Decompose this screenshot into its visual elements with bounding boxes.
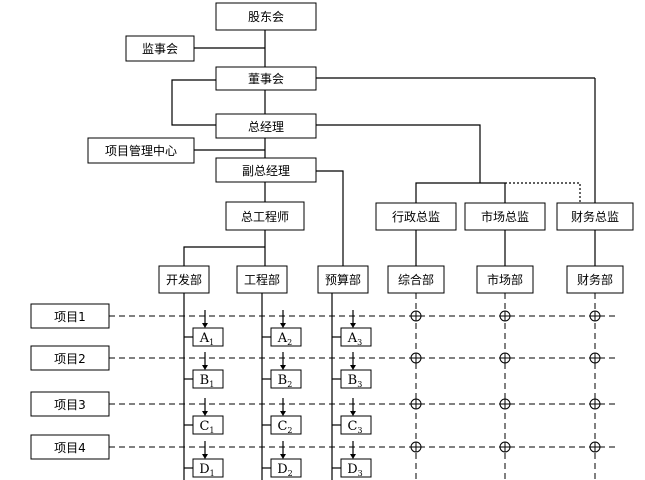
- board-node: 董事会: [215, 66, 317, 91]
- task-label: B3: [348, 373, 363, 389]
- task-node: A3: [332, 310, 372, 347]
- dept-label: 预算部: [325, 272, 361, 287]
- arrow-down-icon: [350, 454, 356, 459]
- gm-node: 总经理: [215, 113, 317, 139]
- task-label: A2: [277, 331, 292, 347]
- connectors: [109, 30, 615, 480]
- task-node: A2: [262, 310, 302, 347]
- board-label: 董事会: [248, 72, 284, 86]
- dept-node: 市场部: [476, 265, 534, 294]
- shareholders-node: 股东会: [215, 2, 317, 31]
- intersection-marker: [410, 441, 422, 453]
- task-node: C2: [262, 398, 302, 435]
- dept-label: 工程部: [244, 272, 280, 287]
- dept-node: 综合部: [387, 265, 445, 294]
- deputy-gm-label: 副总经理: [242, 164, 290, 178]
- arrow-down-icon: [280, 323, 286, 328]
- intersection-marker: [589, 441, 601, 453]
- dept-label: 财务部: [577, 272, 613, 287]
- arrow-down-icon: [202, 454, 208, 459]
- project-label: 项目2: [54, 352, 86, 366]
- dept-label: 综合部: [398, 272, 434, 287]
- arrow-down-icon: [350, 323, 356, 328]
- arrow-down-icon: [280, 411, 286, 416]
- arrow-down-icon: [280, 365, 286, 370]
- finance-director-label: 财务总监: [571, 209, 619, 224]
- dept-label: 市场部: [487, 272, 523, 287]
- task-node: B2: [262, 352, 302, 389]
- task-label: A1: [199, 331, 214, 347]
- project-node: 项目1: [30, 303, 110, 329]
- task-node: D1: [184, 441, 224, 478]
- intersection-marker: [499, 398, 511, 410]
- dept-label: 开发部: [166, 272, 202, 287]
- task-node: D3: [332, 441, 372, 478]
- pmc-node: 项目管理中心: [87, 137, 195, 164]
- shareholders-label: 股东会: [248, 10, 284, 24]
- dept-node: 财务部: [566, 265, 624, 294]
- project-node: 项目2: [30, 345, 110, 371]
- task-label: B1: [200, 373, 215, 389]
- deputy-gm-node: 副总经理: [215, 157, 317, 183]
- task-label: C2: [277, 419, 292, 435]
- intersection-marker: [499, 352, 511, 364]
- pmc-label: 项目管理中心: [105, 143, 177, 158]
- arrow-down-icon: [280, 454, 286, 459]
- task-label: C1: [199, 419, 214, 435]
- dept-node: 开发部: [158, 265, 210, 294]
- project-label: 项目1: [54, 310, 86, 324]
- project-node: 项目4: [30, 434, 110, 460]
- task-label: B2: [278, 373, 293, 389]
- gm-label: 总经理: [248, 120, 284, 134]
- supervisors-node: 监事会: [125, 35, 195, 62]
- intersection-marker: [410, 310, 422, 322]
- marketing-director-node: 市场总监: [464, 202, 546, 231]
- task-label: D1: [199, 462, 215, 478]
- project-node: 项目3: [30, 391, 110, 417]
- arrow-down-icon: [350, 411, 356, 416]
- chief-engineer-label: 总工程师: [241, 209, 289, 224]
- intersection-marker: [589, 398, 601, 410]
- task-node: C1: [184, 398, 224, 435]
- intersection-marker: [589, 310, 601, 322]
- intersection-marker: [410, 398, 422, 410]
- task-node: D2: [262, 441, 302, 478]
- arrow-down-icon: [202, 323, 208, 328]
- task-node: A1: [184, 310, 224, 347]
- dept-node: 预算部: [317, 265, 369, 294]
- marketing-director-label: 市场总监: [481, 209, 529, 224]
- task-node: B1: [184, 352, 224, 389]
- arrow-down-icon: [202, 365, 208, 370]
- task-label: D3: [347, 462, 363, 478]
- admin-director-label: 行政总监: [392, 210, 440, 224]
- dept-node: 工程部: [236, 265, 288, 294]
- supervisors-label: 监事会: [142, 42, 178, 56]
- task-label: C3: [347, 419, 362, 435]
- task-node: C3: [332, 398, 372, 435]
- task-label: A3: [347, 331, 362, 347]
- project-label: 项目4: [54, 441, 86, 455]
- projects: 项目1 项目2 项目3 项目4: [30, 303, 110, 460]
- arrow-down-icon: [350, 365, 356, 370]
- intersection-marker: [499, 441, 511, 453]
- task-label: D2: [277, 462, 293, 478]
- intersection-markers: [410, 310, 601, 453]
- task-node: B3: [332, 352, 372, 389]
- project-label: 项目3: [54, 398, 86, 412]
- departments: 开发部 工程部 预算部 综合部 市场部 财务部: [158, 265, 624, 294]
- intersection-marker: [589, 352, 601, 364]
- chief-engineer-node: 总工程师: [225, 201, 305, 231]
- finance-director-node: 财务总监: [556, 202, 634, 231]
- admin-director-node: 行政总监: [375, 202, 457, 231]
- intersection-marker: [499, 310, 511, 322]
- arrow-down-icon: [202, 411, 208, 416]
- intersection-marker: [410, 352, 422, 364]
